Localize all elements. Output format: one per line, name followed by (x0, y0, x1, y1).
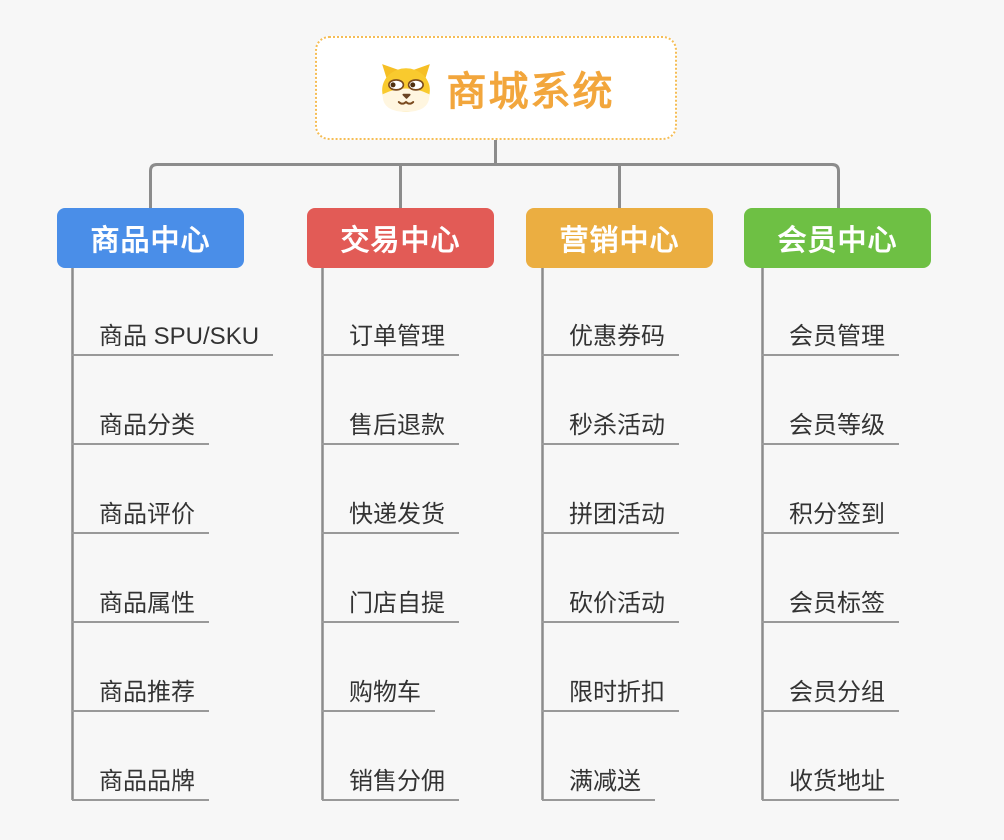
branch-box-member-center[interactable]: 会员中心 (744, 208, 931, 268)
topic-node[interactable]: 门店自提 (322, 583, 459, 623)
branch-box-trade-center[interactable]: 交易中心 (307, 208, 494, 268)
topic-node[interactable]: 购物车 (322, 672, 435, 712)
topic-node[interactable]: 商品推荐 (72, 672, 209, 712)
topic-node[interactable]: 秒杀活动 (542, 405, 679, 445)
topic-node[interactable]: 砍价活动 (542, 583, 679, 623)
topic-node[interactable]: 积分签到 (762, 494, 899, 534)
topic-node[interactable]: 会员等级 (762, 405, 899, 445)
topic-node[interactable]: 拼团活动 (542, 494, 679, 534)
branch-box-product-center[interactable]: 商品中心 (57, 208, 244, 268)
topic-node[interactable]: 收货地址 (762, 761, 899, 801)
root-title: 商城系统 (446, 70, 615, 114)
topic-node[interactable]: 快递发货 (322, 494, 459, 534)
dog-face-icon (378, 62, 434, 114)
topic-node[interactable]: 会员分组 (762, 672, 899, 712)
topic-node[interactable]: 售后退款 (322, 405, 459, 445)
topic-node[interactable]: 商品评价 (72, 494, 209, 534)
topic-node[interactable]: 订单管理 (322, 316, 459, 356)
topic-node[interactable]: 商品分类 (72, 405, 209, 445)
topic-node[interactable]: 销售分佣 (322, 761, 459, 801)
root-node[interactable]: 商城系统 (315, 36, 677, 140)
topic-node[interactable]: 商品属性 (72, 583, 209, 623)
branch-box-marketing-center[interactable]: 营销中心 (526, 208, 713, 268)
topic-node[interactable]: 限时折扣 (542, 672, 679, 712)
topic-node[interactable]: 优惠券码 (542, 316, 679, 356)
topic-node[interactable]: 商品 SPU/SKU (72, 316, 274, 356)
topic-node[interactable]: 会员管理 (762, 316, 899, 356)
topic-node[interactable]: 商品品牌 (72, 761, 209, 801)
topic-node[interactable]: 会员标签 (762, 583, 899, 623)
topic-node[interactable]: 满减送 (542, 761, 655, 801)
